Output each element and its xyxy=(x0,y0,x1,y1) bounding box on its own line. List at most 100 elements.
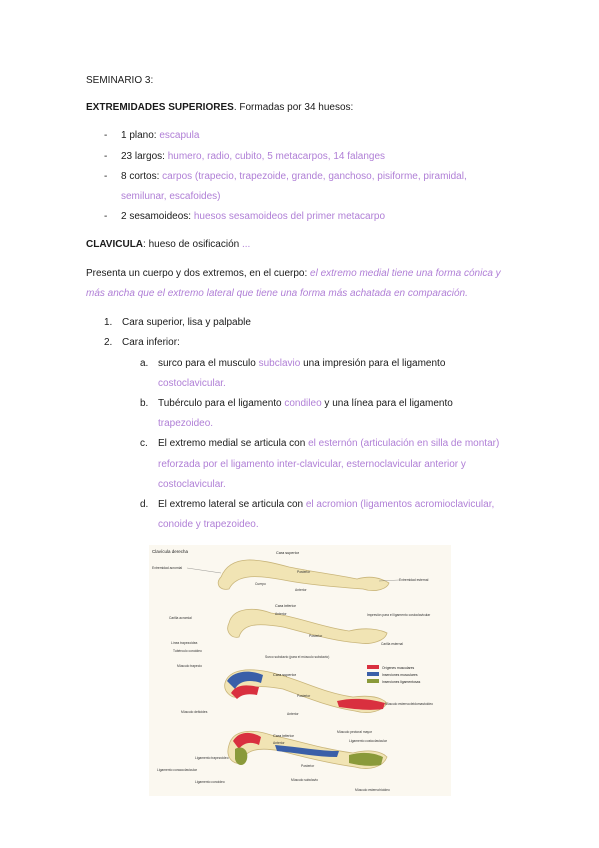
sub-item-c: El extremo medial se articula con el est… xyxy=(158,437,499,450)
sub-letter: b. xyxy=(140,398,149,409)
view-label: Cara inferior xyxy=(275,604,297,608)
view-label: Cara inferior xyxy=(273,734,295,738)
muscle-insertion-area xyxy=(275,745,339,757)
page-title: SEMINARIO 3: xyxy=(86,75,154,86)
legend-swatch-ligament xyxy=(367,679,379,683)
muscle-insertion-area xyxy=(227,671,263,689)
figure-label: Posterior xyxy=(297,570,311,574)
bone-list-value: humero, radio, cubito, 5 metacarpos, 14 … xyxy=(167,151,386,162)
list-item: 23 largos: humero, radio, cubito, 5 meta… xyxy=(121,150,385,163)
sub-item-b-cont: trapezoideo. xyxy=(158,418,214,429)
legend-label: Inserciones ligamentosas xyxy=(382,680,421,684)
muscle-origin-area xyxy=(233,732,261,749)
bone-list-value: escapula xyxy=(159,130,200,141)
sub-letter: c. xyxy=(140,438,148,449)
sub-text: surco para el musculo xyxy=(158,358,259,369)
figure-label: Anterior xyxy=(287,712,299,716)
sub-text: una impresión para el ligamento xyxy=(300,358,446,369)
figure-label: Ligamento coracoclavicular xyxy=(157,768,198,772)
sub-highlight: subclavio xyxy=(258,358,301,369)
figure-label: Anterior xyxy=(275,612,287,616)
legend-label: Inserciones musculares xyxy=(382,673,418,677)
muscle-origin-area xyxy=(337,698,385,710)
figure-label: Carilla acromial xyxy=(169,616,192,620)
sub-highlight: condileo xyxy=(284,398,322,409)
leader-line xyxy=(378,579,400,582)
sub-item-b: Tubérculo para el ligamento condileo y u… xyxy=(158,397,453,410)
clavicle-bone xyxy=(217,559,390,591)
leader-line xyxy=(186,567,222,574)
figure-label: Ligamento trapezoideo xyxy=(195,756,229,760)
figure-title: Clavícula derecha xyxy=(152,549,189,554)
sub-letter: d. xyxy=(140,499,149,510)
sub-highlight: el acromion (ligamentos acromioclavicula… xyxy=(305,499,495,510)
figure-label: Cuerpo xyxy=(255,582,266,586)
section-heading: EXTREMIDADES SUPERIORES. Formadas por 34… xyxy=(86,101,353,114)
bone-count-label: 2 sesamoideos: xyxy=(121,211,192,222)
ligament-insertion-area xyxy=(349,752,383,766)
figure-label: Extremidad esternal xyxy=(399,578,429,582)
figure-label: Músculo pectoral mayor xyxy=(337,730,373,734)
figure-label: Posterior xyxy=(309,634,323,638)
bullet: - xyxy=(104,130,108,141)
clavicula-ellipsis: ... xyxy=(241,239,251,250)
figure-label: Anterior xyxy=(273,741,285,745)
ligament-insertion-area xyxy=(235,747,248,765)
figure-label: Músculo esternohioideo xyxy=(355,788,390,792)
sub-text: El extremo lateral se articula con xyxy=(158,499,306,510)
figure-label: Línea trapezoidea xyxy=(171,641,198,645)
bone-count-label: 23 largos: xyxy=(121,151,165,162)
bone-list-value: huesos sesamoideos del primer metacarpo xyxy=(193,211,386,222)
heading-rest: . Formadas por 34 huesos: xyxy=(233,102,354,113)
intro-italic: el extremo medial tiene una forma cónica… xyxy=(310,268,501,279)
list-item: 1 plano: escapula xyxy=(121,129,199,142)
figure-label: Músculo deltoides xyxy=(181,710,208,714)
intro-plain: Presenta un cuerpo y dos extremos, en el… xyxy=(86,268,311,279)
bone-list-value: carpos (trapecio, trapezoide, grande, ga… xyxy=(162,171,467,182)
sub-item-d-cont: conoide y trapezoideo. xyxy=(158,519,259,530)
sub-highlight: el esternón (articulación en silla de mo… xyxy=(308,438,500,449)
figure-label: Músculo subclavio xyxy=(291,778,318,782)
legend-label: Orígenes musculares xyxy=(382,666,415,670)
figure-label: Ligamento costoclavicular xyxy=(349,739,388,743)
clavicle-anatomy-figure: Clavícula derecha Cara superior Extremid… xyxy=(149,545,451,796)
list-item: 8 cortos: carpos (trapecio, trapezoide, … xyxy=(121,170,467,183)
list-item: 2 sesamoideos: huesos sesamoideos del pr… xyxy=(121,210,385,223)
sub-item-c-cont: reforzada por el ligamento inter-clavicu… xyxy=(158,459,466,470)
view-label: Cara superior xyxy=(273,673,297,677)
numbered-item: Cara superior, lisa y palpable xyxy=(122,317,251,328)
sub-item-a: surco para el musculo subclavio una impr… xyxy=(158,357,445,370)
bone-count-label: 8 cortos: xyxy=(121,171,160,182)
figure-label: Posterior xyxy=(301,764,315,768)
intro-line-1: Presenta un cuerpo y dos extremos, en el… xyxy=(86,267,501,280)
list-number: 2. xyxy=(104,337,113,348)
clavicula-heading: CLAVICULA: hueso de osificación ... xyxy=(86,238,250,251)
figure-label: Músculo trapecio xyxy=(177,664,202,668)
clavicula-bold: CLAVICULA xyxy=(86,239,144,250)
intro-line-2: más ancha que el extremo lateral que tie… xyxy=(86,288,468,299)
figure-label: Extremidad acromial xyxy=(152,566,182,570)
sub-letter: a. xyxy=(140,358,149,369)
figure-label: Impresión para el ligamento costoclavicu… xyxy=(367,613,431,617)
figure-label: Tubérculo conoideo xyxy=(173,649,202,653)
sub-item-c-cont: costoclavicular. xyxy=(158,479,226,490)
figure-label: Anterior xyxy=(295,588,307,592)
sub-item-d: El extremo lateral se articula con el ac… xyxy=(158,498,494,511)
bullet: - xyxy=(104,171,108,182)
clavicula-rest: : hueso de osificación xyxy=(143,239,242,250)
figure-label: Posterior xyxy=(297,694,311,698)
figure-label: Surco subclavio (para el músculo subclav… xyxy=(265,655,329,659)
figure-label: Músculo esternocleidomastoideo xyxy=(385,702,433,706)
clavicle-bone xyxy=(227,608,388,644)
sub-text: y una línea para el ligamento xyxy=(321,398,453,409)
bone-list-value-cont: semilunar, escafoides) xyxy=(121,191,221,202)
figure-label: Carilla esternal xyxy=(381,642,403,646)
legend-swatch-insertion xyxy=(367,672,379,676)
sub-text: Tubérculo para el ligamento xyxy=(158,398,285,409)
numbered-item: Cara inferior: xyxy=(122,337,180,348)
muscle-origin-area xyxy=(231,685,259,699)
bullet: - xyxy=(104,211,108,222)
list-number: 1. xyxy=(104,317,113,328)
sub-item-a-cont: costoclavicular. xyxy=(158,378,226,389)
legend-swatch-origin xyxy=(367,665,379,669)
